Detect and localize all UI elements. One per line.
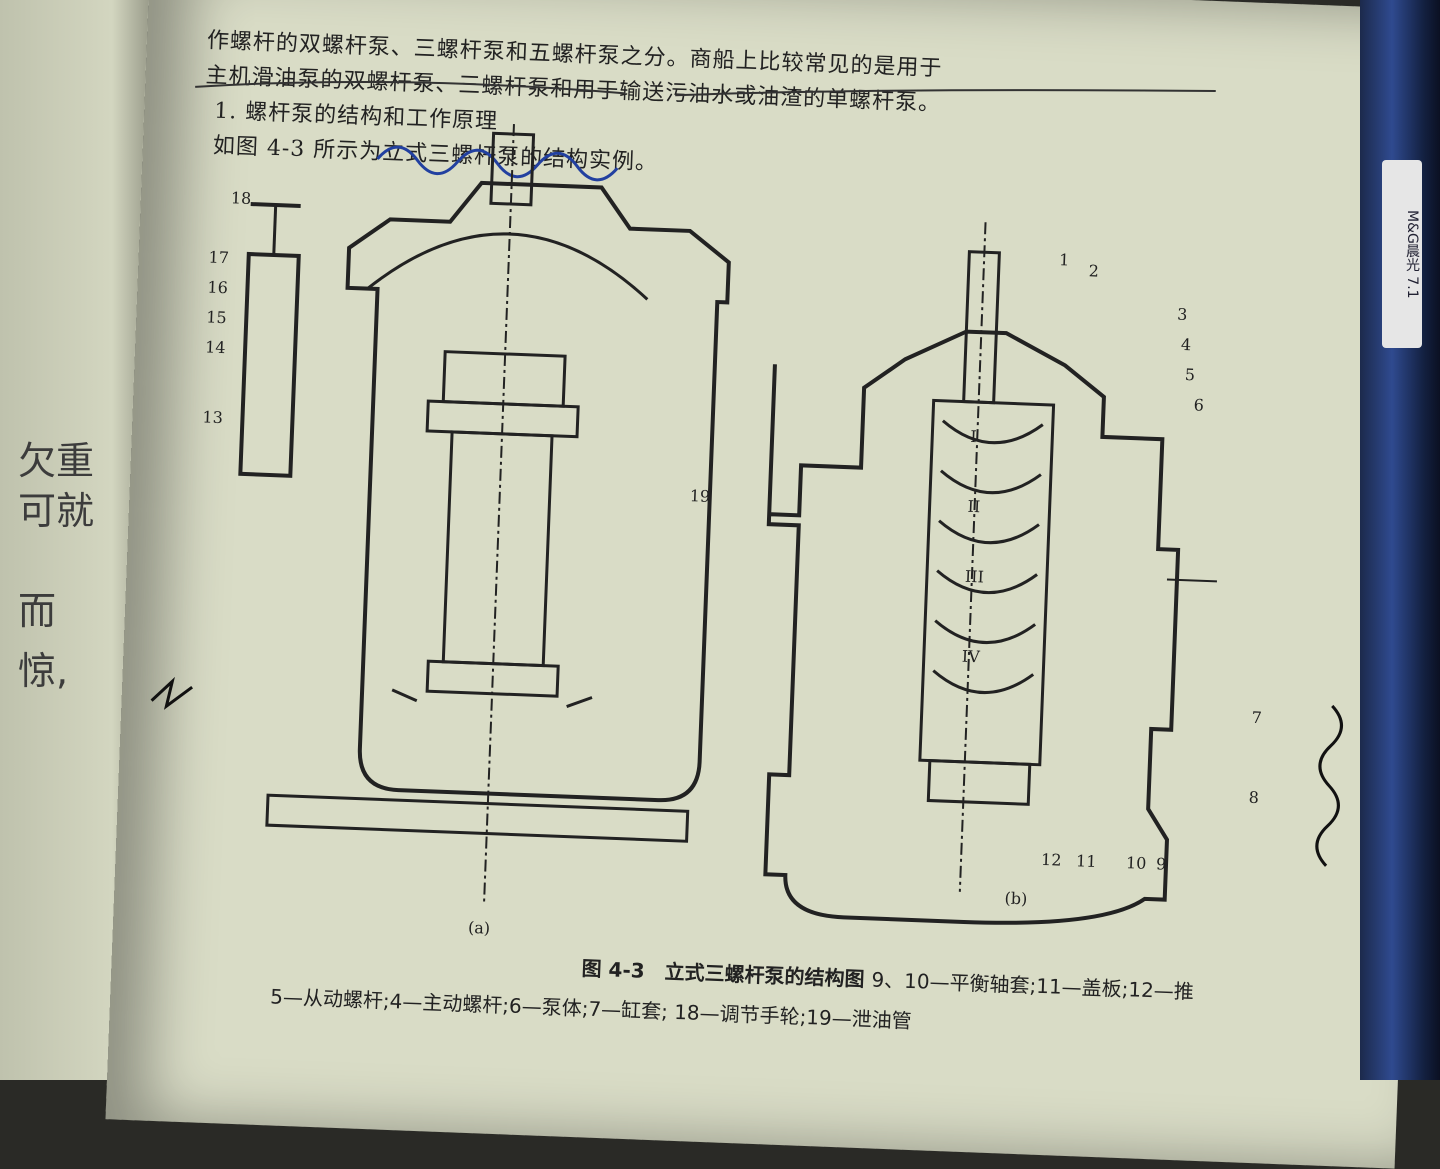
- part-number: 15: [206, 307, 227, 327]
- part-number: 16: [207, 277, 228, 297]
- left-page-text: 而: [18, 589, 57, 633]
- part-number: 10: [1126, 853, 1147, 873]
- part-number: 13: [202, 407, 223, 427]
- roman-numeral: IV: [962, 647, 981, 667]
- part-number: 8: [1248, 788, 1259, 807]
- part-number: 19: [689, 486, 710, 506]
- pen-label: M&G晨光 7.1: [1382, 160, 1422, 348]
- part-number: 9: [1156, 854, 1167, 873]
- part-number: 4: [1181, 335, 1192, 354]
- roman-numeral: II: [967, 497, 980, 516]
- part-number: 1: [1059, 250, 1070, 269]
- pencil-underline: [195, 80, 626, 95]
- part-number: 11: [1076, 851, 1097, 871]
- part-number: 18: [231, 188, 252, 208]
- left-page-text: 惊,: [18, 649, 69, 693]
- left-page-text: 可就: [18, 489, 95, 533]
- roman-numeral: I: [970, 427, 977, 446]
- figure-b-label: (b): [1004, 889, 1027, 909]
- part-number: 14: [205, 337, 226, 357]
- part-number: 2: [1088, 261, 1099, 280]
- pump-diagram: 18 17 16 15 14 13 19 (a) 1 2 3 4 5 6 7: [150, 80, 1343, 938]
- part-number: 17: [208, 247, 229, 267]
- roman-numeral: III: [965, 567, 985, 587]
- part-number: 5: [1184, 365, 1195, 384]
- part-number: 3: [1177, 305, 1188, 324]
- part-number: 12: [1041, 850, 1062, 870]
- handwritten-underline: [376, 145, 619, 182]
- figure-a-label: (a): [468, 918, 491, 938]
- pen-scribble: [1315, 704, 1343, 867]
- pencil-underline: [675, 89, 1216, 97]
- figure-b: 1 2 3 4 5 6 7 8 9 10 11 12 I II III IV (…: [763, 222, 1262, 925]
- pen-scribble: [150, 676, 194, 710]
- left-page-text: 欠重: [18, 439, 95, 483]
- part-number: 7: [1251, 708, 1262, 727]
- book-page: 作螺杆的双螺杆泵、三螺杆泵和五螺杆泵之分。商船上比较常见的是用于 主机滑油泵的双…: [105, 0, 1440, 1169]
- pen: M&G晨光 7.1: [1360, 0, 1440, 1080]
- figure-a: 18 17 16 15 14 13 19 (a): [202, 124, 1118, 938]
- part-number: 6: [1193, 395, 1204, 414]
